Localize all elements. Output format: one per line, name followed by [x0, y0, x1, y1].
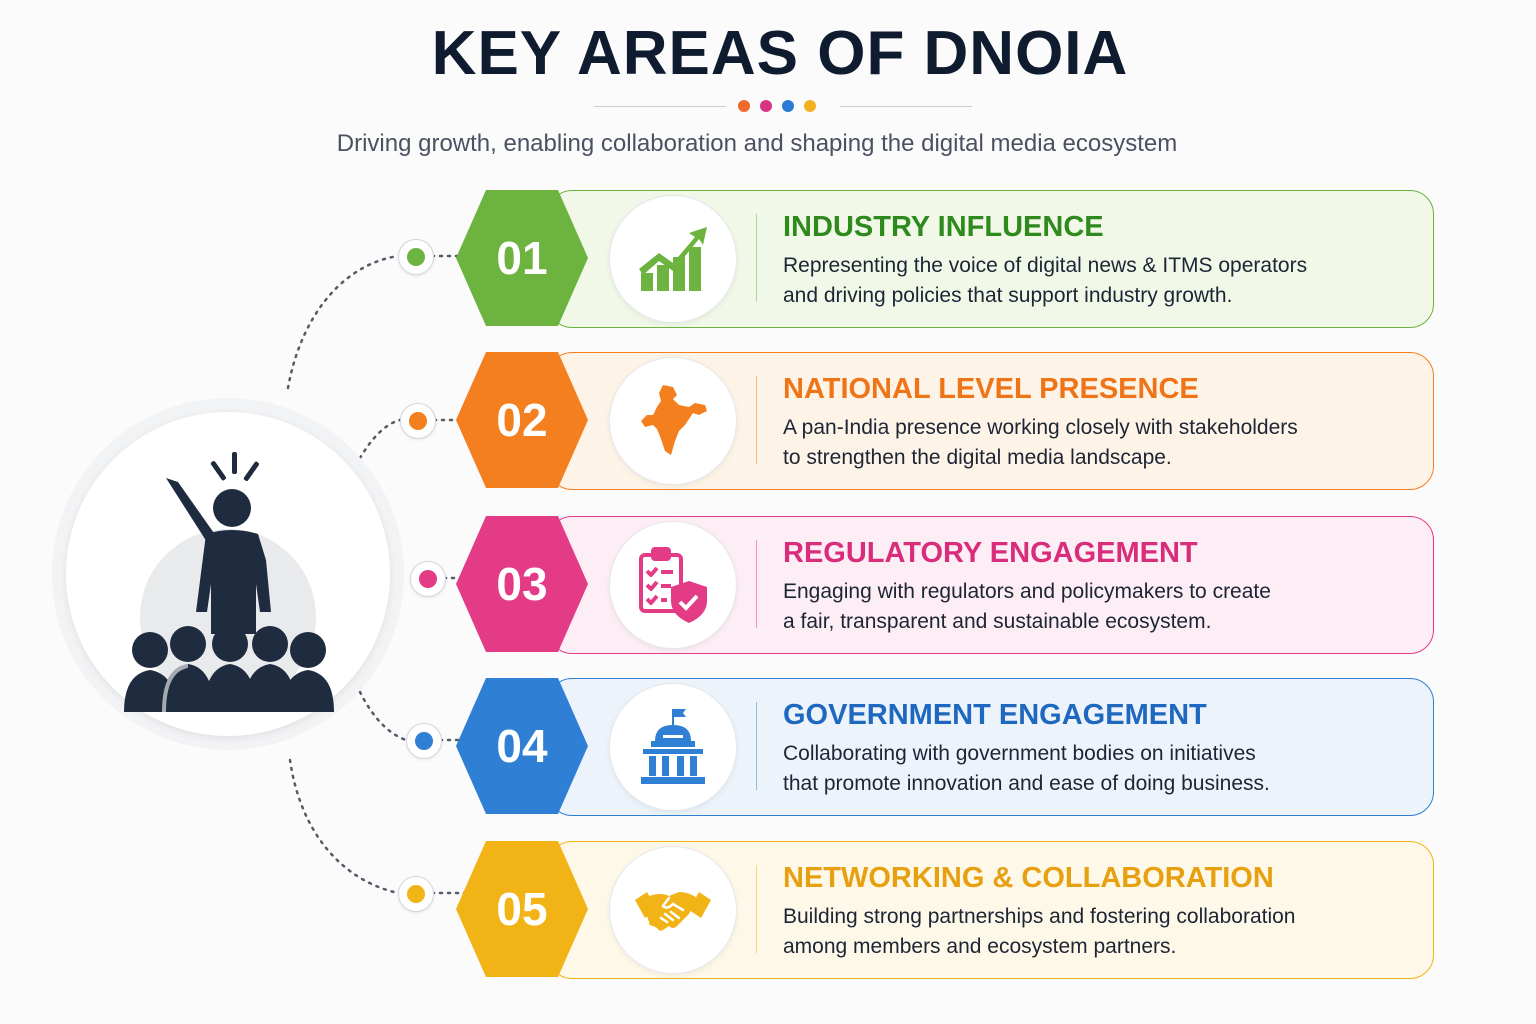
area-title: NETWORKING & COLLABORATION [783, 862, 1274, 894]
area-number: 02 [496, 394, 548, 446]
connector-arc-5 [288, 758, 400, 895]
number-badge: 01 [456, 190, 588, 326]
divider-line-left [594, 106, 726, 107]
connector-arc-2 [358, 418, 402, 460]
card-separator [756, 540, 757, 628]
hub-circle [52, 398, 404, 750]
area-icon-circle [609, 195, 737, 323]
area-number: 05 [496, 883, 548, 935]
page-title: KEY AREAS OF DNOIA [431, 19, 1129, 88]
card-separator [756, 376, 757, 464]
divider-dot [782, 100, 794, 112]
node-core [415, 732, 433, 750]
node-core [419, 570, 437, 588]
area-number: 04 [496, 720, 548, 772]
title-divider [594, 100, 972, 112]
area-description-line-1: A pan-India presence working closely wit… [783, 416, 1298, 439]
card-separator [756, 214, 757, 302]
hub-inner [66, 412, 390, 736]
connector-node-3 [410, 561, 446, 597]
divider-line-right [840, 106, 972, 107]
number-badge: 04 [456, 678, 588, 814]
divider-dot [760, 100, 772, 112]
divider-dots [738, 100, 816, 112]
area-description-line-1: Collaborating with government bodies on … [783, 742, 1256, 765]
area-title: REGULATORY ENGAGEMENT [783, 537, 1198, 569]
area-icon-circle [609, 521, 737, 649]
divider-dot [738, 100, 750, 112]
area-icon-circle [609, 846, 737, 974]
area-title: GOVERNMENT ENGAGEMENT [783, 699, 1207, 731]
connector-node-5 [398, 876, 434, 912]
connector-arc-1 [286, 254, 400, 390]
number-badge: 05 [456, 841, 588, 977]
number-badge: 02 [456, 352, 588, 488]
area-title: NATIONAL LEVEL PRESENCE [783, 373, 1199, 405]
area-description-line-2: and driving policies that support indust… [783, 284, 1233, 307]
area-number: 01 [496, 232, 548, 284]
card-separator [756, 702, 757, 790]
area-description-line-1: Building strong partnerships and fosteri… [783, 905, 1296, 928]
area-description-line-1: Representing the voice of digital news &… [783, 254, 1308, 277]
leader-audience-icon [124, 452, 334, 712]
area-description-line-2: a fair, transparent and sustainable ecos… [783, 610, 1212, 633]
area-number: 03 [496, 558, 548, 610]
connector-arc-4 [358, 690, 408, 742]
area-description-line-2: that promote innovation and ease of doin… [783, 772, 1270, 795]
node-core [407, 248, 425, 266]
node-core [409, 412, 427, 430]
page-subtitle: Driving growth, enabling collaboration a… [336, 130, 1178, 157]
area-icon-circle [609, 683, 737, 811]
area-title: INDUSTRY INFLUENCE [783, 211, 1104, 243]
area-description-line-2: to strengthen the digital media landscap… [783, 446, 1172, 469]
area-icon-circle [609, 357, 737, 485]
connector-node-2 [400, 403, 436, 439]
node-core [407, 885, 425, 903]
number-badge: 03 [456, 516, 588, 652]
card-separator [756, 865, 757, 953]
area-description-line-1: Engaging with regulators and policymaker… [783, 580, 1271, 603]
area-description-line-2: among members and ecosystem partners. [783, 935, 1177, 958]
connector-node-4 [406, 723, 442, 759]
connector-node-1 [398, 239, 434, 275]
divider-dot [804, 100, 816, 112]
